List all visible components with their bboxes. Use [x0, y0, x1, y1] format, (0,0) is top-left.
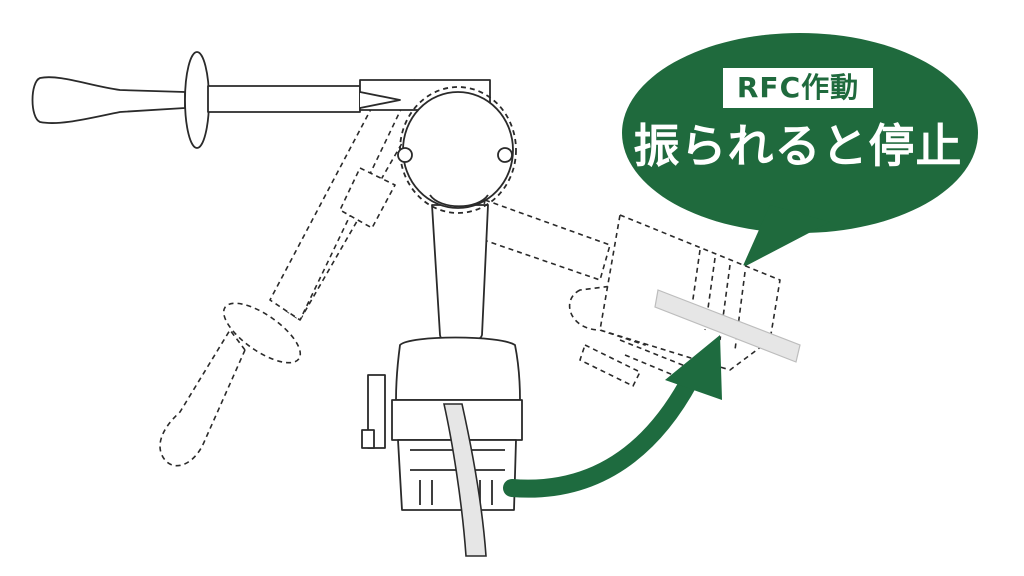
callout-text: RFC作動 振られると停止	[628, 68, 968, 172]
belt-strap	[443, 403, 487, 557]
rfc-tag: RFC作動	[722, 68, 874, 108]
rotated-bit	[654, 289, 801, 363]
rotated-drill-ghost	[477, 199, 781, 387]
rotation-arrow	[503, 335, 722, 498]
speech-bubble	[622, 33, 978, 268]
rotated-handle-ghost	[159, 79, 421, 467]
callout-message: 振られると停止	[633, 119, 963, 173]
